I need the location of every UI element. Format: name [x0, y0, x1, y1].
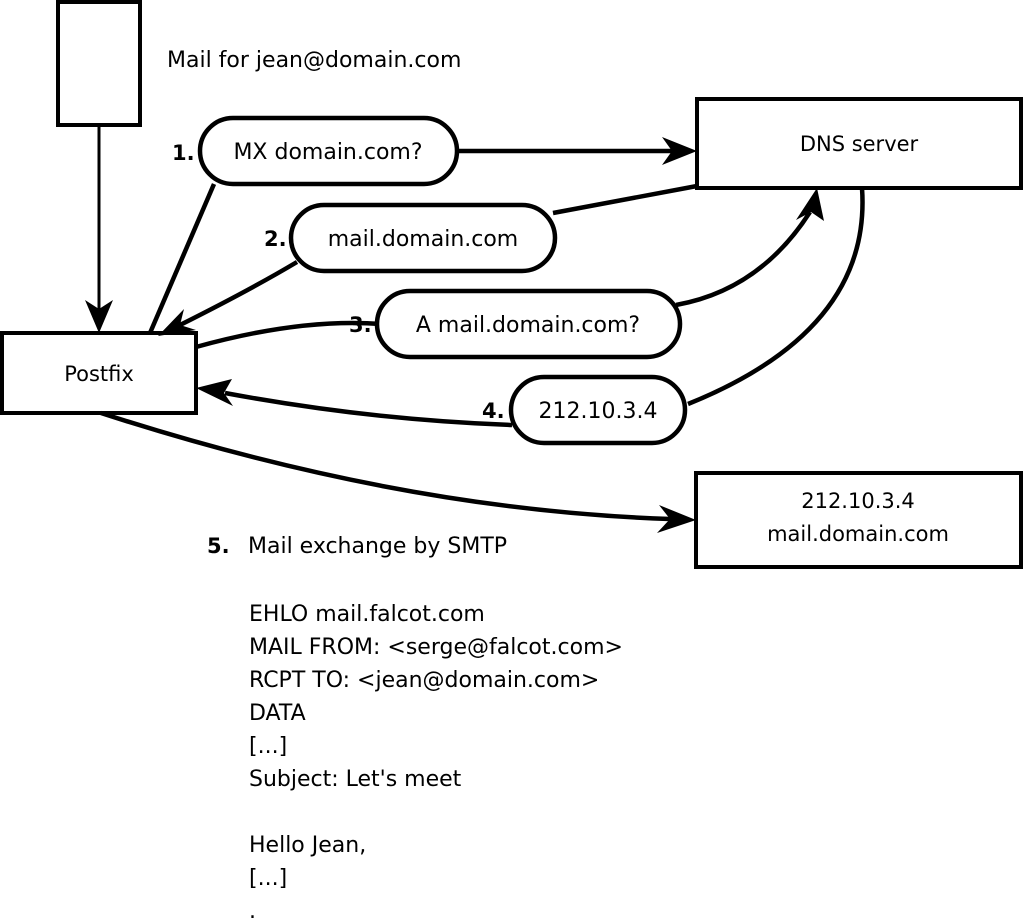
edge-dns-to-step2 — [552, 183, 698, 216]
step-2-label: mail.domain.com — [328, 227, 519, 252]
node-mail-server-box — [694, 471, 1023, 569]
transcript-line: EHLO mail.falcot.com — [249, 602, 485, 627]
node-dns-server-box — [695, 97, 1023, 190]
node-postfix-box — [0, 331, 198, 415]
step-2-number: 2. — [264, 227, 287, 251]
arrowhead-step1-to-dns — [662, 137, 697, 165]
arrowhead-step2-to-postfix — [158, 309, 196, 336]
transcript-line: Subject: Let's meet — [249, 767, 462, 792]
arrowhead-step4-to-postfix — [196, 379, 233, 406]
step-2-pill — [288, 202, 558, 274]
step-4-pill — [508, 374, 688, 446]
transcript-line: MAIL FROM: <serge@falcot.com> — [249, 635, 623, 660]
node-postfix-label: Postfix — [64, 362, 134, 386]
step-5-number: 5. — [207, 534, 230, 558]
edge-postfix-to-step1 — [147, 183, 217, 334]
node-client-box — [56, 0, 142, 127]
edge-postfix-to-mail-server — [100, 410, 671, 522]
node-mail-server-host: mail.domain.com — [767, 522, 949, 546]
step-3-label: A mail.domain.com? — [416, 313, 640, 338]
step-1-number: 1. — [172, 141, 195, 165]
edge-step3-to-dns — [675, 210, 812, 308]
transcript-line: . — [249, 899, 256, 919]
node-dns-server-label: DNS server — [800, 132, 919, 156]
edge-postfix-to-step3 — [195, 320, 382, 350]
diagram-caption: Mail for jean@domain.com — [167, 48, 461, 73]
node-mail-server-ip: 212.10.3.4 — [801, 489, 915, 513]
transcript-line: [...] — [249, 734, 287, 759]
transcript-line: [...] — [249, 866, 287, 891]
edge-step4-to-postfix — [224, 390, 513, 428]
step-3-pill — [374, 288, 683, 360]
edge-step2-to-postfix — [178, 260, 299, 328]
transcript-line: RCPT TO: <jean@domain.com> — [249, 668, 599, 693]
transcript-line: DATA — [249, 701, 306, 726]
arrowhead-client-to-postfix — [85, 300, 113, 333]
transcript-line: Hello Jean, — [249, 833, 366, 858]
step-5-label: Mail exchange by SMTP — [248, 534, 507, 559]
step-1-pill — [197, 115, 460, 187]
step-1-label: MX domain.com? — [233, 140, 422, 165]
edge-dns-to-step4 — [687, 187, 865, 407]
step-4-label: 212.10.3.4 — [539, 399, 658, 424]
step-4-number: 4. — [482, 399, 505, 423]
step-3-number: 3. — [349, 313, 372, 337]
arrowhead-step3-to-dns — [796, 188, 824, 221]
arrowhead-postfix-to-mail-server — [657, 505, 696, 533]
